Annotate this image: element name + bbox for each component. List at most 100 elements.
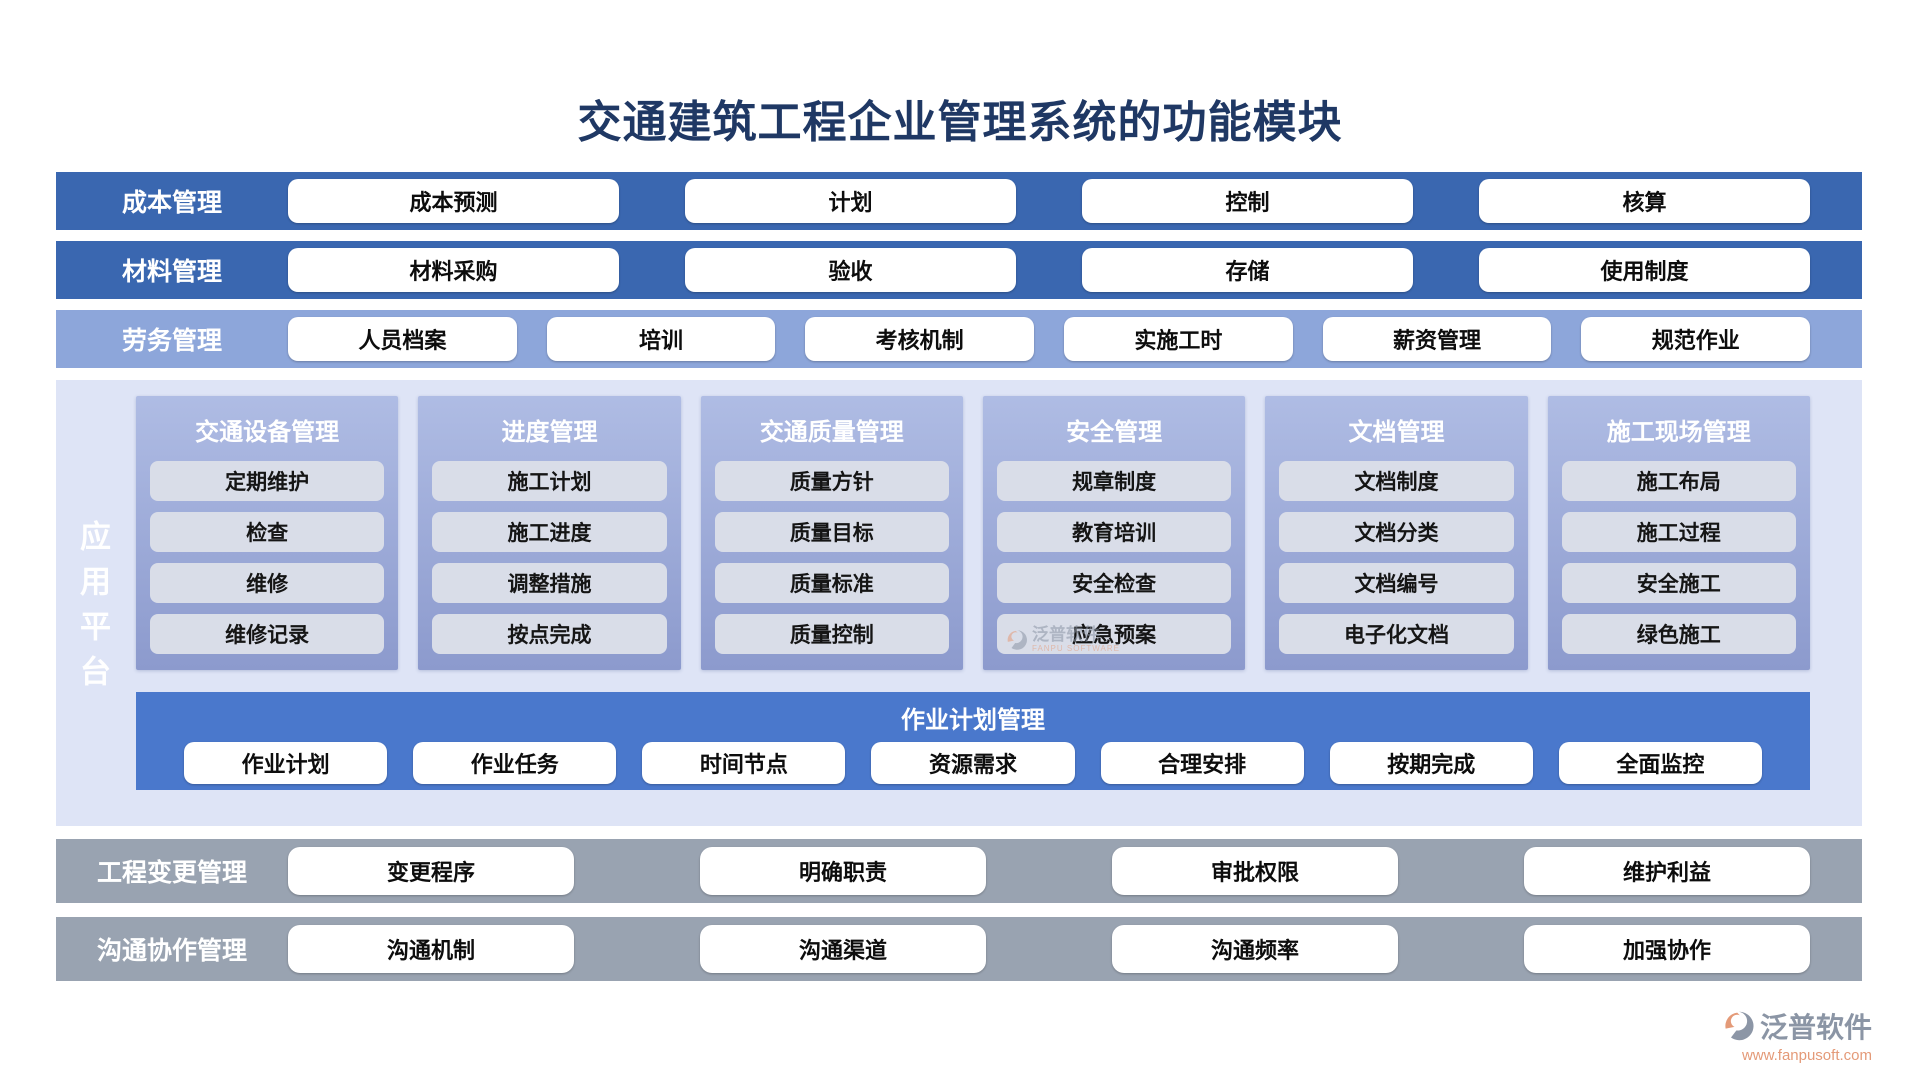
vendor-logo-icon bbox=[1725, 1011, 1754, 1041]
platform-column-header: 施工现场管理 bbox=[1606, 419, 1751, 446]
job-plan-item: 合理安排 bbox=[1100, 742, 1304, 784]
platform-column-header: 交通质量管理 bbox=[759, 419, 904, 446]
bottom-band-1-item: 沟通频率 bbox=[1112, 925, 1398, 973]
top-band-0-item: 计划 bbox=[685, 179, 1016, 223]
platform-module-chip: 施工计划 bbox=[432, 461, 667, 501]
platform-module-chip: 质量目标 bbox=[714, 512, 949, 552]
watermark-text: 泛普软件 FANPU SOFTWARE bbox=[1032, 626, 1120, 653]
bottom-band-1-row: 沟通协作管理 沟通机制 沟通渠道 沟通频率 加强协作 bbox=[56, 917, 1862, 981]
watermark-subtitle: FANPU SOFTWARE bbox=[1032, 644, 1120, 653]
top-band-2-item: 培训 bbox=[546, 317, 776, 361]
platform-module-chip: 调整措施 bbox=[432, 563, 667, 603]
bottom-band-1-items: 沟通机制 沟通渠道 沟通频率 加强协作 bbox=[288, 925, 1862, 973]
platform-module-chip: 质量方针 bbox=[714, 461, 949, 501]
job-plan-items: 作业计划作业任务时间节点资源需求合理安排按期完成全面监控 bbox=[136, 742, 1810, 784]
platform-side-label: 应用平台 bbox=[75, 520, 110, 700]
top-band-2-item: 考核机制 bbox=[805, 317, 1035, 361]
bottom-band-rows: 工程变更管理变更程序明确职责审批权限维护利益沟通协作管理沟通机制沟通渠道沟通频率… bbox=[56, 839, 1862, 981]
bottom-band-1-item: 沟通渠道 bbox=[700, 925, 986, 973]
platform-module-chip: 应急预案 bbox=[996, 614, 1232, 654]
platform-module-chip: 文档制度 bbox=[1279, 461, 1514, 501]
platform-column-items: 施工布局施工过程安全施工绿色施工 bbox=[1561, 461, 1796, 654]
platform-module-chip: 施工布局 bbox=[1561, 461, 1796, 501]
top-band-0-items: 成本预测 计划 控制 核算 bbox=[288, 179, 1862, 223]
top-band-1-item: 材料采购 bbox=[288, 248, 619, 292]
application-platform-section: 应用平台 交通设备管理定期维护检查维修维修记录进度管理施工计划施工进度调整措施按… bbox=[56, 380, 1862, 826]
platform-column-4: 文档管理文档制度文档分类文档编号电子化文档 bbox=[1265, 396, 1528, 670]
job-plan-item: 时间节点 bbox=[642, 742, 846, 784]
job-plan-item: 资源需求 bbox=[871, 742, 1075, 784]
job-plan-header: 作业计划管理 bbox=[901, 707, 1045, 734]
platform-column-1: 进度管理施工计划施工进度调整措施按点完成 bbox=[418, 396, 681, 670]
top-band-0-item: 成本预测 bbox=[288, 179, 619, 223]
bottom-band-1-item: 加强协作 bbox=[1524, 925, 1810, 973]
platform-module-chip: 质量标准 bbox=[714, 563, 949, 603]
job-plan-item: 全面监控 bbox=[1558, 742, 1762, 784]
platform-module-chip: 质量控制 bbox=[714, 614, 949, 654]
platform-module-chip: 按点完成 bbox=[432, 614, 667, 654]
platform-module-chip: 维修 bbox=[150, 563, 385, 603]
platform-module-chip: 施工进度 bbox=[432, 512, 667, 552]
bottom-band-0-item: 维护利益 bbox=[1524, 847, 1810, 895]
top-band-0-item: 核算 bbox=[1479, 179, 1810, 223]
job-plan-item: 按期完成 bbox=[1329, 742, 1533, 784]
bottom-band-1-item: 沟通机制 bbox=[288, 925, 574, 973]
top-band-2-item: 人员档案 bbox=[288, 317, 517, 361]
platform-column-items: 质量方针质量目标质量标准质量控制 bbox=[714, 461, 949, 654]
bottom-band-0-item: 审批权限 bbox=[1112, 847, 1398, 895]
top-band-1-row: 材料管理 材料采购 验收 存储 使用制度 bbox=[56, 241, 1862, 299]
top-band-2-item: 薪资管理 bbox=[1322, 317, 1552, 361]
top-band-0-item: 控制 bbox=[1082, 179, 1413, 223]
platform-module-chip: 安全检查 bbox=[996, 563, 1232, 603]
platform-column-2: 交通质量管理质量方针质量目标质量标准质量控制 bbox=[700, 396, 963, 670]
top-band-rows: 成本管理 成本预测 计划 控制 核算材料管理 材料采购 验收 存储 使用制度劳务管理 人员档案培训… bbox=[56, 172, 1862, 368]
watermark-logo-icon bbox=[1007, 629, 1027, 650]
bottom-band-0-items: 变更程序明确职责审批权限维护利益 bbox=[288, 847, 1862, 895]
top-band-0-label: 成本管理 bbox=[121, 189, 222, 217]
top-band-1-label: 材料管理 bbox=[121, 258, 222, 286]
platform-column-3: 安全管理规章制度教育培训安全检查应急预案 bbox=[982, 396, 1246, 670]
platform-column-0: 交通设备管理定期维护检查维修维修记录 bbox=[136, 396, 399, 670]
platform-module-chip: 电子化文档 bbox=[1279, 614, 1514, 654]
platform-column-items: 定期维护检查维修维修记录 bbox=[150, 461, 385, 654]
platform-module-chip: 施工过程 bbox=[1561, 512, 1796, 552]
job-plan-item: 作业任务 bbox=[413, 742, 617, 784]
platform-column-items: 文档制度文档分类文档编号电子化文档 bbox=[1279, 461, 1514, 654]
top-band-1-item: 存储 bbox=[1082, 248, 1413, 292]
top-band-1-items: 材料采购 验收 存储 使用制度 bbox=[288, 248, 1862, 292]
platform-column-header: 交通设备管理 bbox=[195, 419, 340, 446]
vendor-brand-name: 泛普软件 bbox=[1759, 1012, 1872, 1043]
platform-module-chip: 文档编号 bbox=[1279, 563, 1514, 603]
platform-module-chip: 规章制度 bbox=[996, 461, 1232, 501]
platform-module-chip: 检查 bbox=[150, 512, 385, 552]
vendor-logo-row: 泛普软件 bbox=[1723, 1006, 1872, 1046]
top-band-2-item: 规范作业 bbox=[1581, 317, 1811, 361]
platform-column-5: 施工现场管理施工布局施工过程安全施工绿色施工 bbox=[1547, 396, 1810, 670]
platform-module-chip: 绿色施工 bbox=[1561, 614, 1796, 654]
platform-module-chip: 教育培训 bbox=[996, 512, 1232, 552]
platform-column-header: 进度管理 bbox=[501, 419, 598, 446]
platform-column-header: 安全管理 bbox=[1066, 419, 1163, 446]
platform-module-chip: 安全施工 bbox=[1561, 563, 1796, 603]
bottom-band-0-item: 变更程序 bbox=[288, 847, 574, 895]
top-band-2-label: 劳务管理 bbox=[121, 327, 222, 355]
vendor-logo: 泛普软件 www.fanpusoft.com bbox=[1723, 1006, 1872, 1064]
platform-column-header: 文档管理 bbox=[1348, 419, 1445, 446]
top-band-0-row: 成本管理 成本预测 计划 控制 核算 bbox=[56, 172, 1862, 230]
top-band-1-item: 使用制度 bbox=[1479, 248, 1810, 292]
top-band-1-item: 验收 bbox=[685, 248, 1016, 292]
vendor-url: www.fanpusoft.com bbox=[1741, 1047, 1872, 1064]
job-plan-item: 作业计划 bbox=[184, 742, 388, 784]
watermark-brand: 泛普软件 bbox=[1032, 625, 1100, 644]
bottom-band-1-label: 沟通协作管理 bbox=[96, 937, 247, 965]
top-band-2-row: 劳务管理人员档案培训考核机制实施工时薪资管理规范作业 bbox=[56, 310, 1862, 368]
page-title: 交通建筑工程企业管理系统的功能模块 bbox=[577, 98, 1343, 147]
module-columns: 交通设备管理定期维护检查维修维修记录进度管理施工计划施工进度调整措施按点完成交通… bbox=[136, 396, 1810, 670]
platform-module-chip: 文档分类 bbox=[1279, 512, 1514, 552]
job-plan-band: 作业计划管理 作业计划作业任务时间节点资源需求合理安排按期完成全面监控 bbox=[136, 692, 1810, 790]
watermark: 泛普软件 FANPU SOFTWARE bbox=[1006, 626, 1120, 653]
platform-module-chip: 定期维护 bbox=[150, 461, 385, 501]
platform-module-chip: 维修记录 bbox=[150, 614, 385, 654]
platform-column-items: 施工计划施工进度调整措施按点完成 bbox=[432, 461, 667, 654]
